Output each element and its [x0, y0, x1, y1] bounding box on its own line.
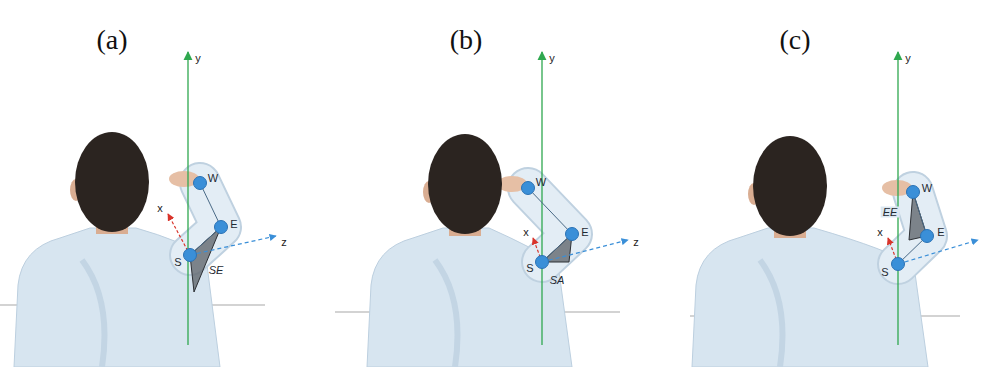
joint-marker — [536, 256, 549, 269]
joint-marker — [215, 221, 228, 234]
head — [75, 132, 149, 232]
z-axis — [190, 236, 276, 255]
joint-marker — [522, 182, 535, 195]
joint-label: E — [937, 227, 944, 238]
arm-outline — [898, 192, 927, 264]
axis-label: x — [523, 227, 529, 238]
joint-label: W — [922, 183, 932, 194]
head — [753, 136, 827, 236]
y-axis — [541, 52, 542, 345]
joint-label: W — [208, 173, 218, 184]
axis-label: y — [905, 53, 911, 64]
axis-label: y — [549, 53, 555, 64]
z-axis — [542, 240, 628, 262]
joint-label: E — [230, 219, 237, 230]
panel-label: (a) — [96, 26, 127, 54]
sleeve — [528, 188, 572, 262]
shirt-fold — [82, 260, 105, 367]
joint-marker — [566, 228, 579, 241]
axis-label: z — [281, 237, 287, 248]
shirt-fold — [435, 260, 458, 367]
panel-label: (c) — [779, 26, 810, 54]
arm-outline — [528, 188, 572, 262]
limb-segment — [528, 188, 572, 262]
joint-marker — [907, 186, 920, 199]
joint-label: W — [536, 177, 546, 188]
photo-panel — [335, 52, 628, 367]
angle-label: EE — [881, 207, 900, 218]
y-axis — [897, 52, 898, 345]
axis-label: z — [633, 237, 639, 248]
shirt — [14, 228, 220, 367]
axis-label: x — [877, 227, 883, 238]
y-axis — [187, 52, 188, 345]
joint-label: S — [174, 257, 181, 268]
sleeve — [898, 192, 927, 264]
panel-label: (b) — [450, 26, 483, 54]
joint-label: S — [881, 267, 888, 278]
joint-marker — [921, 230, 934, 243]
joint-label: S — [526, 263, 533, 274]
joint-label: E — [581, 227, 588, 238]
limb-segment — [898, 192, 927, 264]
axis-label: y — [195, 53, 201, 64]
joint-marker — [184, 249, 197, 262]
joint-marker — [892, 258, 905, 271]
shirt-fold — [760, 260, 783, 367]
limb-segment — [190, 183, 221, 255]
photo-panel — [690, 52, 978, 367]
head — [428, 134, 502, 234]
shirt — [692, 228, 928, 367]
angle-label: SE — [209, 265, 224, 276]
axis-label: x — [157, 203, 163, 214]
angle-label: SA — [550, 275, 565, 286]
joint-marker — [194, 177, 207, 190]
photo-panel — [0, 52, 276, 367]
